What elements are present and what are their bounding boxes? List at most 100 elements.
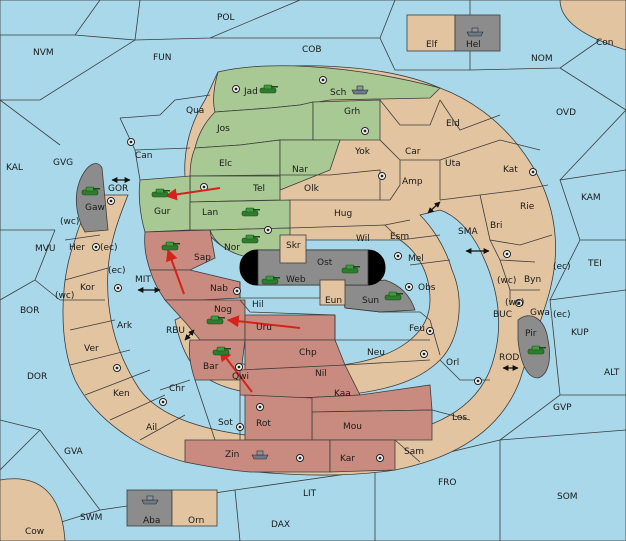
label-car: Car — [405, 147, 421, 157]
coast-gwa-ec: (ec) — [553, 310, 571, 320]
label-ark: Ark — [117, 321, 133, 331]
label-pir: Pir — [525, 329, 537, 339]
label-sch: Sch — [330, 88, 346, 98]
label-gwa: Gwa — [530, 308, 550, 318]
supply-centers — [92, 76, 537, 462]
label-mit: MIT — [135, 275, 151, 285]
label-obs: Obs — [418, 283, 436, 293]
coast-her-wc: (wc) — [60, 217, 79, 227]
label-bri: Bri — [490, 221, 502, 231]
label-sma: SMA — [458, 227, 478, 237]
label-jos: Jos — [216, 124, 230, 134]
label-esm: Esm — [390, 232, 409, 242]
province-mou[interactable] — [311, 409, 433, 441]
province-borders — [60, 94, 553, 463]
coast-byn-wc: (wc) — [497, 276, 516, 286]
coast-kor-ec: (ec) — [108, 266, 126, 276]
label-ovd: OVD — [556, 108, 576, 118]
label-gaw: Gaw — [85, 203, 105, 213]
coast-byn-ec: (ec) — [553, 262, 571, 272]
label-cow: Cow — [25, 527, 44, 537]
label-uta: Uta — [445, 159, 461, 169]
label-los: Los — [452, 413, 467, 423]
label-aba: Aba — [143, 516, 160, 526]
label-buc: BUC — [493, 310, 512, 320]
label-olk: Olk — [304, 184, 320, 194]
label-swm: SWM — [80, 513, 102, 523]
label-her: Her — [69, 243, 85, 253]
label-rod: ROD — [499, 353, 519, 363]
province-sun[interactable] — [339, 279, 416, 313]
label-yok: Yok — [354, 147, 371, 157]
label-chr: Chr — [169, 384, 185, 394]
label-rot: Rot — [256, 419, 271, 429]
label-gva: GVA — [64, 447, 84, 457]
label-qwi: Qwi — [232, 372, 249, 382]
label-gvg: GVG — [53, 158, 73, 168]
province-rot[interactable] — [244, 394, 313, 441]
label-kat: Kat — [503, 165, 518, 175]
province-jos[interactable] — [194, 101, 314, 149]
label-nil: Nil — [315, 369, 327, 379]
label-nog: Nog — [214, 305, 232, 315]
label-mel: Mel — [408, 254, 424, 264]
spiral-land — [62, 65, 557, 476]
label-elf: Elf — [426, 40, 438, 50]
label-dax: DAX — [271, 520, 290, 530]
label-mou: Mou — [343, 422, 362, 432]
label-orl: Orl — [446, 358, 459, 368]
label-uru: Uru — [256, 323, 272, 333]
label-mvu: MVU — [35, 244, 56, 254]
label-rie: Rie — [520, 202, 535, 212]
label-dor: DOR — [27, 372, 47, 382]
label-kup: KUP — [571, 328, 589, 338]
label-kar: Kar — [340, 454, 355, 464]
province-sap[interactable] — [144, 229, 216, 271]
label-hel: Hel — [466, 40, 481, 50]
label-tei: TEI — [587, 259, 602, 269]
label-hug: Hug — [334, 209, 352, 219]
label-kaa: Kaa — [334, 389, 351, 399]
label-con: Con — [596, 38, 614, 48]
label-sun: Sun — [362, 296, 379, 306]
province-kar[interactable] — [329, 439, 396, 473]
province-orn[interactable] — [171, 489, 218, 527]
province-gaw[interactable] — [75, 163, 109, 233]
label-nvm: NVM — [33, 48, 54, 58]
label-zin: Zin — [225, 450, 239, 460]
land-labels: Jad Sch Qua Jos Grh Eld Can Elc Nar Yok … — [69, 40, 550, 526]
passage-markers — [111, 177, 519, 371]
label-nor: Nor — [224, 243, 240, 253]
label-web: Web — [286, 275, 306, 285]
label-alt: ALT — [604, 368, 620, 378]
province-eun[interactable] — [319, 279, 346, 306]
label-wil: Wil — [356, 234, 370, 244]
label-bor: BOR — [20, 306, 39, 316]
province-gur[interactable] — [138, 175, 191, 233]
label-rbu: RBU — [166, 326, 185, 336]
label-nab: Nab — [210, 284, 228, 294]
label-ail: Ail — [146, 423, 157, 433]
coast-gwa-wc: (wc) — [505, 298, 524, 308]
label-neu: Neu — [367, 348, 385, 358]
province-jad-sch[interactable] — [213, 65, 441, 113]
label-eld: Eld — [446, 119, 460, 129]
label-feu: Feu — [409, 324, 425, 334]
label-fro: FRO — [438, 478, 457, 488]
label-som: SOM — [557, 492, 578, 502]
label-tel: Tel — [252, 184, 265, 194]
province-grh[interactable] — [312, 99, 381, 141]
label-ost: Ost — [317, 258, 333, 268]
order-arrows — [164, 187, 301, 393]
label-nar: Nar — [292, 165, 308, 175]
label-gur: Gur — [154, 207, 171, 217]
label-nom: NOM — [531, 54, 553, 64]
label-orn: Orn — [188, 516, 204, 526]
province-nar[interactable] — [279, 139, 341, 191]
label-byn: Byn — [524, 275, 541, 285]
province-skr[interactable] — [279, 234, 307, 264]
sea-labels: POL NVM FUN COB NOM OVD Con KAL GVG GOR … — [6, 13, 620, 537]
coast-labels: (wc) (ec) (ec) (wc) (wc) (ec) (wc) (ec) — [55, 217, 571, 320]
label-skr: Skr — [286, 241, 301, 251]
coast-her-ec: (ec) — [100, 243, 118, 253]
